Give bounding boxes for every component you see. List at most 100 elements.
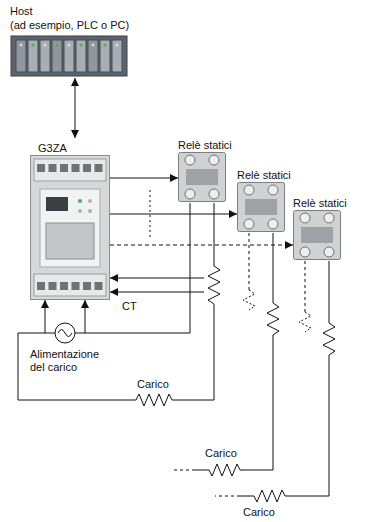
controller-unit-image (30, 155, 110, 300)
screw-terminal (37, 164, 45, 172)
solid-state-relay-image (178, 152, 226, 202)
screw-terminal (37, 282, 45, 290)
screw-terminal (72, 164, 80, 172)
screw-terminal (244, 219, 254, 229)
screw-terminal (268, 219, 278, 229)
signal-arrow (110, 245, 293, 246)
solid-state-relay-image (293, 210, 341, 260)
plc-led (32, 44, 35, 47)
screw-terminal (209, 189, 219, 199)
host-plc-image (10, 32, 128, 78)
display (46, 197, 68, 211)
screw-terminal (72, 282, 80, 290)
screw-terminal (60, 164, 68, 172)
load-wire (195, 233, 279, 476)
solid-state-relay-image (237, 182, 285, 232)
plc-rack (11, 36, 127, 76)
plc-module (64, 40, 74, 72)
device-body (31, 156, 110, 300)
status-led (88, 199, 92, 203)
status-led (78, 209, 82, 213)
signal-arrow (110, 178, 178, 179)
plc-led (20, 44, 23, 47)
screw-terminal (268, 185, 278, 195)
screw-terminal (324, 247, 334, 257)
screw-terminal (209, 155, 219, 165)
front-panel (40, 189, 100, 267)
dotted-wire (305, 261, 306, 312)
node-label: Relè statici (237, 168, 291, 182)
screw-terminal (49, 282, 57, 290)
relay-panel (186, 169, 218, 185)
terminal-block (34, 159, 106, 181)
plc-led (92, 44, 95, 47)
node-label: (ad esempio, PLC o PC) (10, 18, 130, 32)
load-wire (215, 496, 240, 497)
plc-module (112, 40, 122, 72)
screw-terminal (60, 282, 68, 290)
supply-label: Alimentazione del carico (30, 348, 110, 374)
plc-module (52, 40, 62, 72)
load-wire (172, 470, 195, 471)
screw-terminal (185, 155, 195, 165)
ct-arrow (110, 292, 204, 293)
solid-state-relay: Relè statici (178, 138, 232, 202)
connector-port (46, 223, 94, 259)
node-label: Host (10, 4, 130, 18)
screw-terminal (95, 282, 103, 290)
supply-arrow (45, 300, 46, 333)
supply-arrow (85, 300, 86, 333)
load-label: Carico (137, 378, 169, 391)
dotted-wire (249, 233, 250, 290)
node-label: Relè statici (178, 138, 232, 152)
solid-state-relay: Relè statici (237, 168, 291, 232)
screw-terminal (83, 164, 91, 172)
plc-led (44, 44, 47, 47)
load-label: Carico (205, 447, 237, 460)
status-led (88, 209, 92, 213)
plc-led (56, 44, 59, 47)
plc-led (80, 44, 83, 47)
node-label: Relè statici (293, 196, 347, 210)
load-label: Carico (243, 506, 275, 519)
terminal-block (34, 274, 106, 296)
screw-terminal (300, 213, 310, 223)
relay-body (179, 153, 226, 202)
controller-unit: G3ZA (30, 138, 110, 300)
ct-coil (299, 312, 311, 332)
plc-module (28, 40, 38, 72)
load-wire (18, 203, 220, 406)
plc-led (104, 44, 107, 47)
ct-arrow (110, 278, 204, 279)
screw-terminal (300, 247, 310, 257)
relay-panel (245, 199, 277, 215)
screw-terminal (95, 164, 103, 172)
node-label: G3ZA (30, 138, 110, 155)
plc-module (16, 40, 26, 72)
plc-module (76, 40, 86, 72)
solid-state-relay: Relè statici (293, 196, 347, 260)
screw-terminal (244, 185, 254, 195)
plc-led (68, 44, 71, 47)
sine-symbol (58, 330, 72, 337)
screw-terminal (49, 164, 57, 172)
plc-module (88, 40, 98, 72)
dotted-line (150, 190, 151, 240)
plc-led (116, 44, 119, 47)
signal-arrow (75, 78, 76, 138)
screw-terminal (324, 213, 334, 223)
screw-terminal (83, 282, 91, 290)
plc-module (40, 40, 50, 72)
ct-label: CT (122, 300, 137, 313)
plc-module (100, 40, 110, 72)
signal-arrow (110, 214, 237, 215)
screw-terminal (185, 189, 195, 199)
ac-source (55, 323, 75, 343)
host-plc: Host(ad esempio, PLC o PC) (10, 4, 130, 78)
ct-coil (243, 290, 255, 310)
status-led (78, 199, 82, 203)
relay-body (238, 183, 285, 232)
relay-body (294, 211, 341, 260)
load-wire (240, 261, 335, 502)
